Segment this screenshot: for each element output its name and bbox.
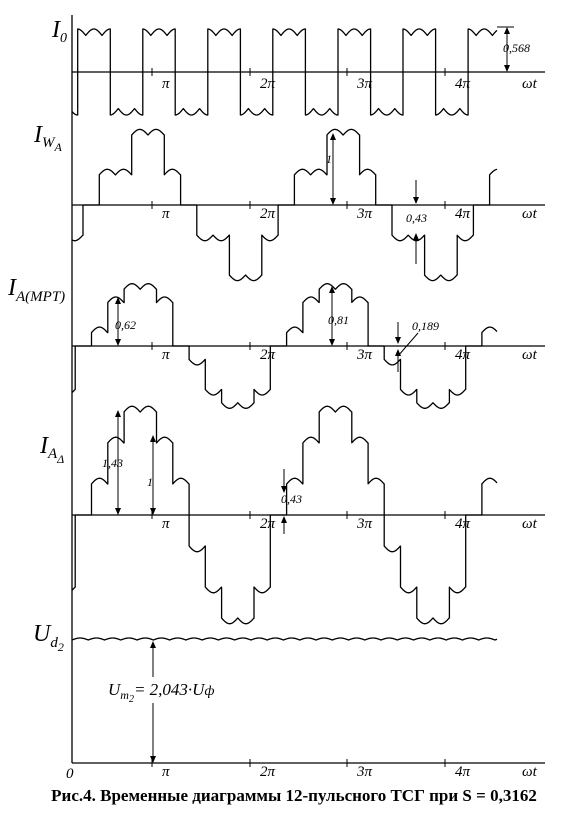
annotation-IWA-amplitude: 1 [326, 133, 336, 205]
tick-label-pi-1: π [162, 76, 170, 92]
svg-text:Um2= 2,043·Uф: Um2= 2,043·Uф [108, 680, 214, 705]
tick-label-4pi-3: 4π [455, 347, 471, 363]
annotation-Um2: Um2= 2,043·Uф [104, 641, 284, 763]
annotation-IAD-b: 1 [147, 435, 156, 515]
svg-text:0,568: 0,568 [503, 41, 530, 55]
svg-text:1: 1 [147, 475, 153, 489]
annotation-IAMPT-a: 0,62 [115, 297, 136, 346]
annotation-IAD-c: 0,43 [281, 469, 302, 534]
x-axis-label-2: ωt [522, 206, 538, 222]
tick-label-2pi-4: 2π [260, 516, 276, 532]
svg-text:0,43: 0,43 [281, 492, 302, 506]
waveform-IAMPT [71, 283, 498, 409]
annotation-IAMPT-c: 0,189 [395, 319, 439, 372]
tick-label-4pi-5: 4π [455, 764, 471, 780]
origin-label: 0 [66, 766, 74, 782]
tick-label-2pi-2: 2π [260, 206, 276, 222]
annotation-I0-amplitude: 0,568 [497, 26, 530, 72]
label-I0: I0 [51, 17, 67, 46]
svg-text:0,189: 0,189 [412, 319, 439, 333]
x-axis-label-1: ωt [522, 76, 538, 92]
svg-text:0,81: 0,81 [328, 313, 349, 327]
tick-label-3pi-2: 3π [356, 206, 373, 222]
tick-label-2pi-1: 2π [260, 76, 276, 92]
svg-text:0,43: 0,43 [406, 211, 427, 225]
label-IAMPT: IA(MPT) [7, 275, 65, 305]
tick-label-4pi-2: 4π [455, 206, 471, 222]
figure-caption: Рис.4. Временные диаграммы 12-пульсного … [51, 786, 537, 805]
x-axis-label-3: ωt [522, 347, 538, 363]
tick-marks [151, 68, 446, 767]
tick-label-pi-2: π [162, 206, 170, 222]
tick-label-3pi-4: 3π [356, 516, 373, 532]
tick-label-pi-4: π [162, 516, 170, 532]
annotation-IAMPT-b: 0,81 [328, 286, 349, 346]
x-axis-label-4: ωt [522, 516, 538, 532]
label-IAD: IAΔ [39, 433, 64, 466]
label-IWA: IWA [33, 122, 63, 154]
tick-label-3pi-5: 3π [356, 764, 373, 780]
svg-text:1: 1 [326, 152, 332, 166]
tick-label-3pi-1: 3π [356, 76, 373, 92]
annotation-IAD-a: 1,43 [102, 410, 123, 515]
x-axis-label-5: ωt [522, 764, 538, 780]
label-Ud2: Ud2 [33, 621, 64, 654]
waveform-IAD [71, 405, 498, 625]
tick-label-3pi-3: 3π [356, 347, 373, 363]
waveform-IWA [71, 128, 498, 282]
tick-label-2pi-5: 2π [260, 764, 276, 780]
annotation-IWA-step: 0,43 [406, 180, 427, 264]
tick-label-2pi-3: 2π [260, 347, 276, 363]
tick-label-4pi-4: 4π [455, 516, 471, 532]
waveform-Ud2 [71, 637, 498, 641]
svg-text:1,43: 1,43 [102, 456, 123, 470]
tick-label-pi-3: π [162, 347, 170, 363]
tick-label-4pi-1: 4π [455, 76, 471, 92]
tick-label-pi-5: π [162, 764, 170, 780]
svg-text:0,62: 0,62 [115, 318, 136, 332]
waveform-I0 [71, 28, 498, 116]
